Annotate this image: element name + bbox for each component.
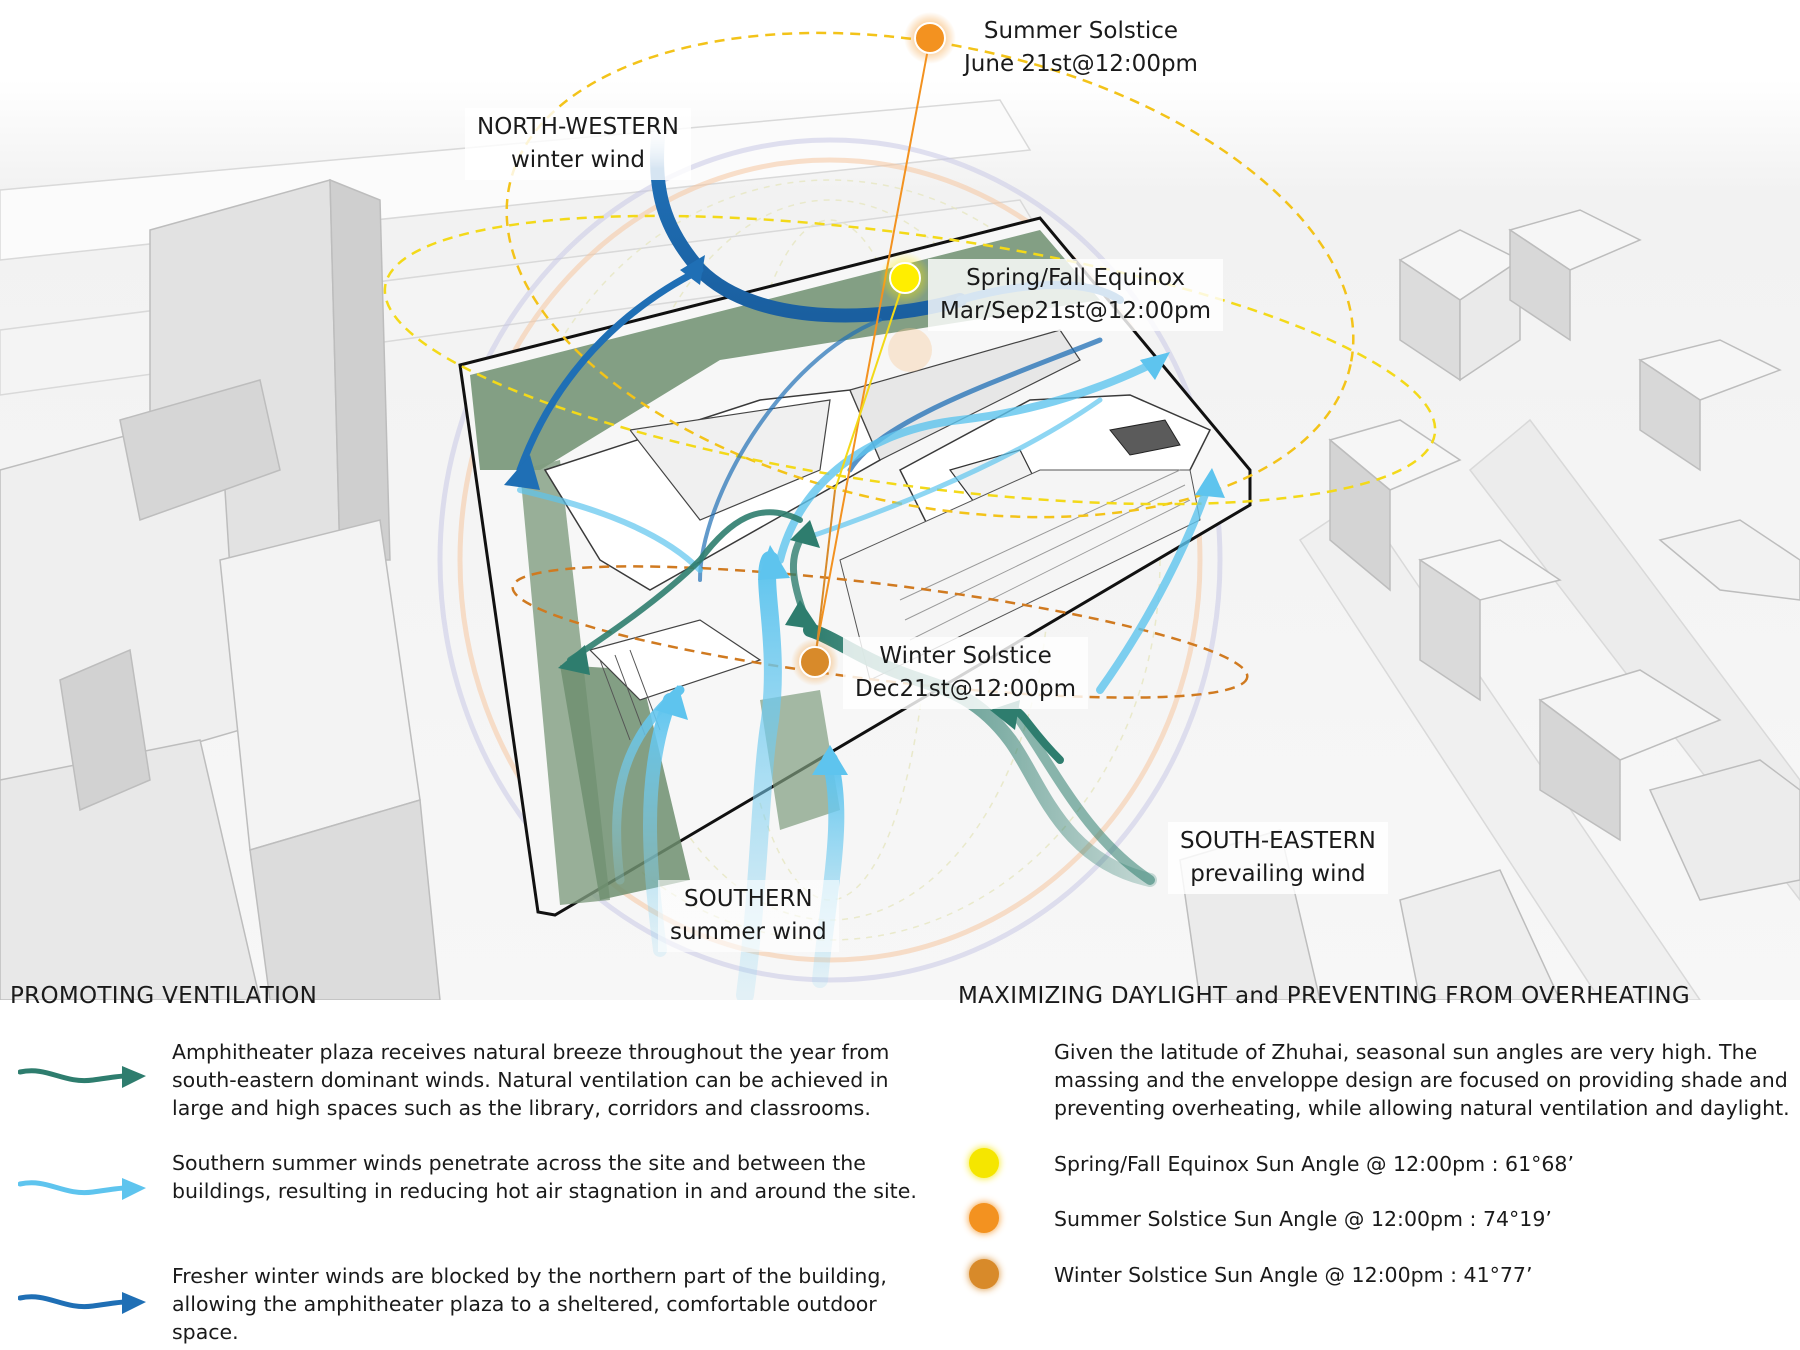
equinox-label-line1: Spring/Fall Equinox xyxy=(940,262,1211,295)
north-western-wind-label: NORTH-WESTERN winter wind xyxy=(465,108,691,180)
dark-teal-arrow-icon xyxy=(18,1060,148,1094)
equinox-sun-angle-text: Spring/Fall Equinox Sun Angle @ 12:00pm … xyxy=(1054,1150,1794,1178)
winter-sun-icon xyxy=(969,1259,999,1289)
equinox-label: Spring/Fall Equinox Mar/Sep21st@12:00pm xyxy=(928,259,1223,331)
winter-solstice-label-line2: Dec21st@12:00pm xyxy=(855,673,1076,706)
south-eastern-wind-label-line1: SOUTH-EASTERN xyxy=(1180,825,1376,858)
summer-sun-angle-text: Summer Solstice Sun Angle @ 12:00pm : 74… xyxy=(1054,1205,1794,1233)
equinox-sun-reflection xyxy=(888,328,932,372)
site-diagram-drawing xyxy=(0,0,1800,1000)
summer-solstice-label-line1: Summer Solstice xyxy=(964,15,1198,48)
equinox-label-line2: Mar/Sep21st@12:00pm xyxy=(940,295,1211,328)
winter-solstice-label: Winter Solstice Dec21st@12:00pm xyxy=(843,637,1088,709)
summer-sun xyxy=(915,23,945,53)
winter-sun xyxy=(800,647,830,677)
winter-solstice-label-line1: Winter Solstice xyxy=(855,640,1076,673)
ventilation-item-2-text: Southern summer winds penetrate across t… xyxy=(172,1149,932,1205)
southern-wind-label-line2: summer wind xyxy=(670,916,827,949)
equinox-sun xyxy=(890,263,920,293)
ventilation-item-3-text: Fresher winter winds are blocked by the … xyxy=(172,1262,932,1346)
equinox-sun-icon xyxy=(969,1148,999,1178)
daylight-title: MAXIMIZING DAYLIGHT and PREVENTING FROM … xyxy=(958,983,1690,1009)
summer-sun-icon xyxy=(969,1203,999,1233)
site-diagram: Summer Solstice June 21st@12:00pm NORTH-… xyxy=(0,0,1800,1000)
summer-solstice-label-line2: June 21st@12:00pm xyxy=(964,48,1198,81)
north-western-wind-label-line2: winter wind xyxy=(477,144,679,177)
north-western-wind-label-line1: NORTH-WESTERN xyxy=(477,111,679,144)
southern-wind-label: SOUTHERN summer wind xyxy=(658,880,839,952)
southern-wind-label-line1: SOUTHERN xyxy=(670,883,827,916)
summer-solstice-label: Summer Solstice June 21st@12:00pm xyxy=(952,12,1210,84)
blue-arrow-icon xyxy=(18,1286,148,1320)
south-eastern-wind-label: SOUTH-EASTERN prevailing wind xyxy=(1168,822,1388,894)
daylight-intro-text: Given the latitude of Zhuhai, seasonal s… xyxy=(1054,1038,1794,1122)
winter-sun-angle-text: Winter Solstice Sun Angle @ 12:00pm : 41… xyxy=(1054,1261,1794,1289)
light-blue-arrow-icon xyxy=(18,1172,148,1206)
ventilation-title: PROMOTING VENTILATION xyxy=(10,983,317,1009)
ventilation-item-1-text: Amphitheater plaza receives natural bree… xyxy=(172,1038,932,1122)
south-eastern-wind-label-line2: prevailing wind xyxy=(1180,858,1376,891)
